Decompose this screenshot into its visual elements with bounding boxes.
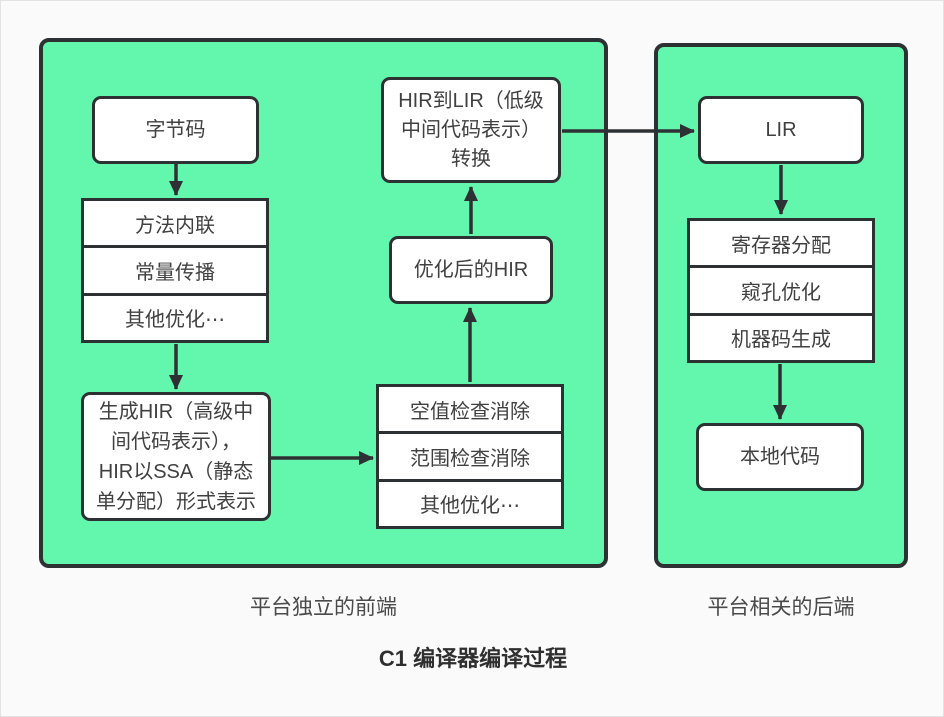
stack-row: 其他优化⋯ (84, 292, 266, 340)
node-bytecode: 字节码 (92, 96, 259, 164)
stack-row: 窥孔优化 (690, 265, 872, 313)
stack-row: 方法内联 (84, 201, 266, 246)
diagram-title: C1 编译器编译过程 (378, 646, 568, 671)
backend-panel-label: 平台相关的后端 (707, 596, 855, 619)
node-native-code: 本地代码 (696, 423, 864, 491)
stack-row: 其他优化⋯ (379, 478, 561, 526)
frontend-panel-label: 平台独立的前端 (250, 596, 397, 619)
node-backend-steps: 寄存器分配 窥孔优化 机器码生成 (687, 218, 875, 363)
stack-row: 寄存器分配 (690, 221, 872, 266)
stack-row: 机器码生成 (690, 312, 872, 360)
node-hir-to-lir: HIR到LIR（低级 中间代码表示） 转换 (381, 77, 561, 183)
node-optimized-hir: 优化后的HIR (389, 236, 553, 304)
stack-row: 常量传播 (84, 245, 266, 293)
node-hir-generation: 生成HIR（高级中 间代码表示）， HIR以SSA（静态 单分配）形式表示 (81, 392, 271, 521)
stack-row: 空值检查消除 (379, 387, 561, 432)
stack-row: 范围检查消除 (379, 431, 561, 479)
node-lir: LIR (698, 96, 864, 164)
node-check-eliminations: 空值检查消除 范围检查消除 其他优化⋯ (376, 384, 564, 529)
node-inline-optimizations: 方法内联 常量传播 其他优化⋯ (81, 198, 269, 343)
